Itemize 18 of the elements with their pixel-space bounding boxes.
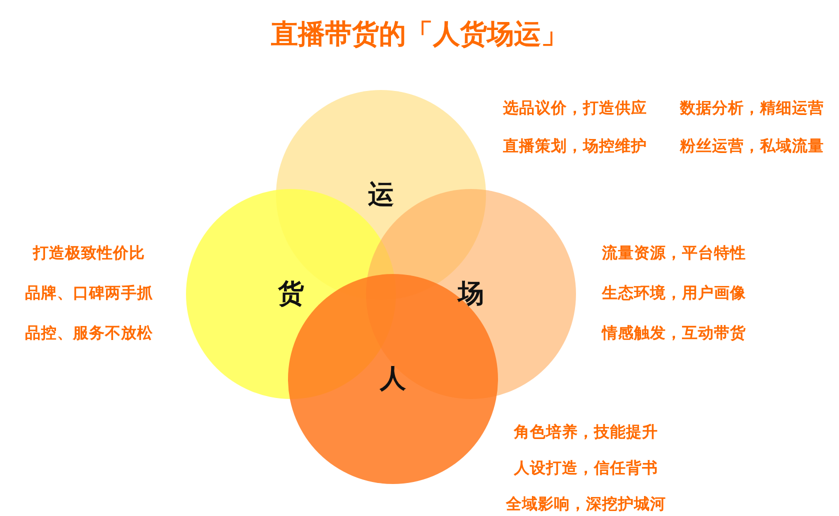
note-text: 人设打造，信任背书	[514, 459, 658, 478]
note-text: 选品议价，打造供应	[503, 99, 647, 118]
note-text: 打造极致性价比	[33, 244, 145, 263]
note-text: 品牌、口碑两手抓	[25, 284, 153, 303]
note-text: 角色培养，技能提升	[514, 423, 658, 442]
title: 直播带货的「人货场运」	[271, 19, 568, 50]
circle-label: 运	[368, 182, 394, 208]
circle-label: 人	[380, 366, 406, 392]
note-text: 全域影响，深挖护城河	[506, 495, 666, 514]
note-text: 生态环境，用户画像	[602, 284, 746, 303]
note-text: 数据分析，精细运营	[680, 99, 824, 118]
note-text: 直播策划，场控维护	[503, 137, 647, 156]
note-text: 粉丝运营，私域流量	[680, 137, 824, 156]
note-text: 情感触发，互动带货	[602, 324, 746, 343]
circle-label: 货	[278, 281, 304, 307]
circle-label: 场	[458, 281, 484, 307]
note-text: 品控、服务不放松	[25, 324, 153, 343]
note-text: 流量资源，平台特性	[602, 244, 746, 263]
